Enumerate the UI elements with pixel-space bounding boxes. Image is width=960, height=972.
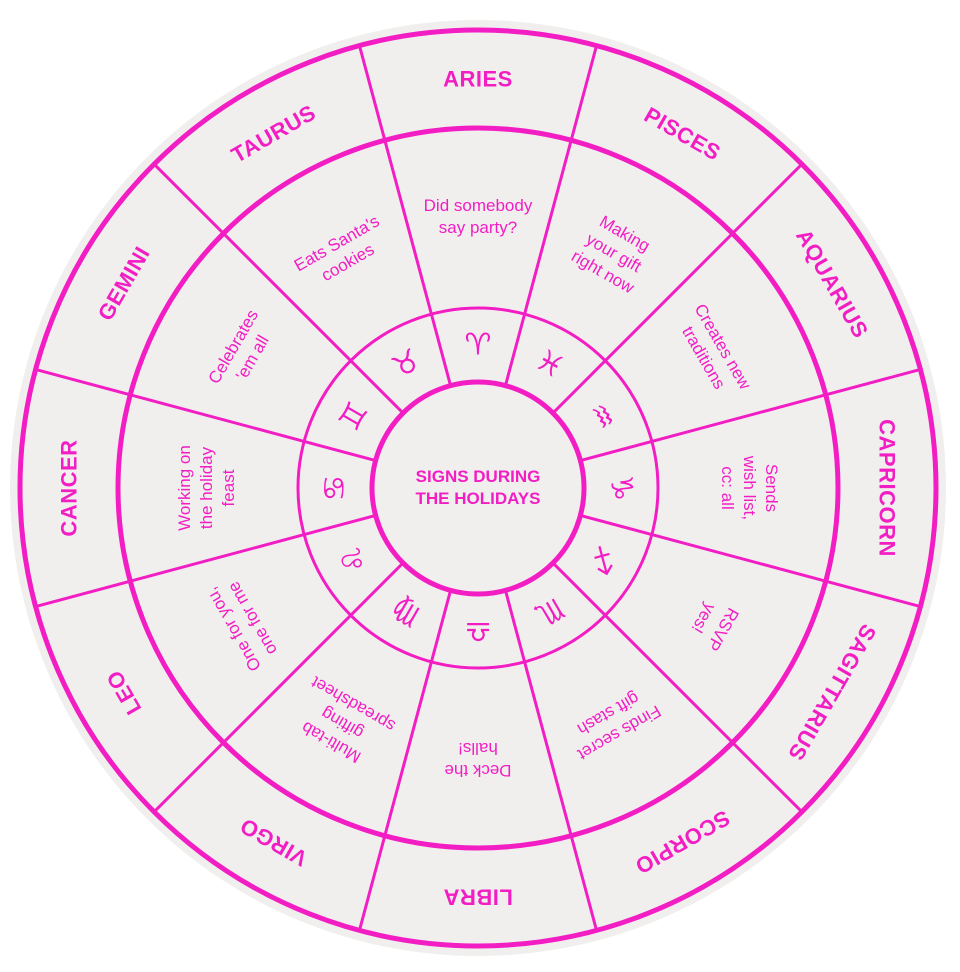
sign-phrase-capricorn: Sendswish list,cc: all <box>718 455 781 520</box>
sign-glyph-icon-capricorn: ♑ <box>604 475 639 502</box>
sector-divider-line <box>651 533 827 583</box>
sign-phrase-line: wish list, <box>740 455 759 520</box>
sector-divider-line <box>731 163 803 235</box>
sector-divider-line <box>222 614 352 744</box>
sector-divider-line <box>358 835 387 931</box>
sector-divider-line <box>349 359 405 415</box>
sector-divider-line <box>129 533 305 583</box>
sector-divider-line <box>503 589 527 663</box>
sector-divider-line <box>604 232 734 362</box>
sector-divider-line <box>551 359 607 415</box>
sign-name-libra: LIBRA <box>443 885 513 910</box>
sign-phrase-line: Deck the <box>444 761 511 780</box>
sign-phrase-line: feast <box>219 469 238 506</box>
sector-dividers <box>35 45 921 931</box>
sector-divider-line <box>349 561 405 617</box>
sector-divider-line <box>383 139 433 315</box>
sector-divider-line <box>303 439 377 463</box>
sector-divider-line <box>129 393 305 443</box>
sector-divider-line <box>153 741 225 813</box>
sector-divider-line <box>569 45 598 141</box>
center-title-line2: THE HOLIDAYS <box>415 489 540 508</box>
sector-divider-line <box>579 513 653 537</box>
sector-divider-line <box>303 513 377 537</box>
sign-glyph-icon-cancer: ♋ <box>318 475 353 502</box>
sign-phrase-aries: Did somebody say party? <box>424 196 533 237</box>
sector-divider-line <box>153 163 225 235</box>
sector-divider-line <box>523 139 573 315</box>
sign-phrase-line: Working on <box>175 445 194 531</box>
sign-phrase-line: Did somebody <box>424 196 533 215</box>
sign-glyph-icon-libra: ♎ <box>465 614 492 649</box>
sector-divider-line <box>551 561 607 617</box>
sign-phrase-line: cc: all <box>718 466 737 509</box>
sign-name-aries: ARIES <box>443 67 513 92</box>
sign-phrase-line: say party? <box>439 218 517 237</box>
glyph-ring <box>369 379 587 597</box>
sign-phrase-line: Sends <box>762 464 781 512</box>
sign-phrase-libra: Deck the halls! <box>444 739 511 780</box>
center-title-line1: SIGNS DURING <box>416 467 541 486</box>
phrases-ring <box>296 306 660 670</box>
outer-ring <box>17 27 939 949</box>
sector-divider-line <box>731 741 803 813</box>
names-ring <box>115 125 841 851</box>
sector-divider-line <box>604 614 734 744</box>
sign-phrase-line: the holiday <box>197 446 216 529</box>
sector-divider-line <box>222 232 352 362</box>
sector-divider-line <box>429 589 453 663</box>
sign-phrase-line: halls! <box>458 739 498 758</box>
sign-name-cancer: CANCER <box>57 439 82 536</box>
sector-divider-line <box>825 579 921 608</box>
sector-divider-line <box>569 835 598 931</box>
sign-name-capricorn: CAPRICORN <box>875 419 900 557</box>
sector-divider-line <box>825 368 921 397</box>
sign-glyph-icon-aries: ♈ <box>465 328 492 363</box>
sector-divider-line <box>503 313 527 387</box>
sector-divider-line <box>651 393 827 443</box>
sector-divider-line <box>383 661 433 837</box>
sector-divider-line <box>429 313 453 387</box>
sector-divider-line <box>35 579 131 608</box>
wheel-background <box>10 20 946 956</box>
sector-divider-line <box>358 45 387 141</box>
sector-divider-line <box>579 439 653 463</box>
sector-divider-line <box>35 368 131 397</box>
sector-divider-line <box>523 661 573 837</box>
